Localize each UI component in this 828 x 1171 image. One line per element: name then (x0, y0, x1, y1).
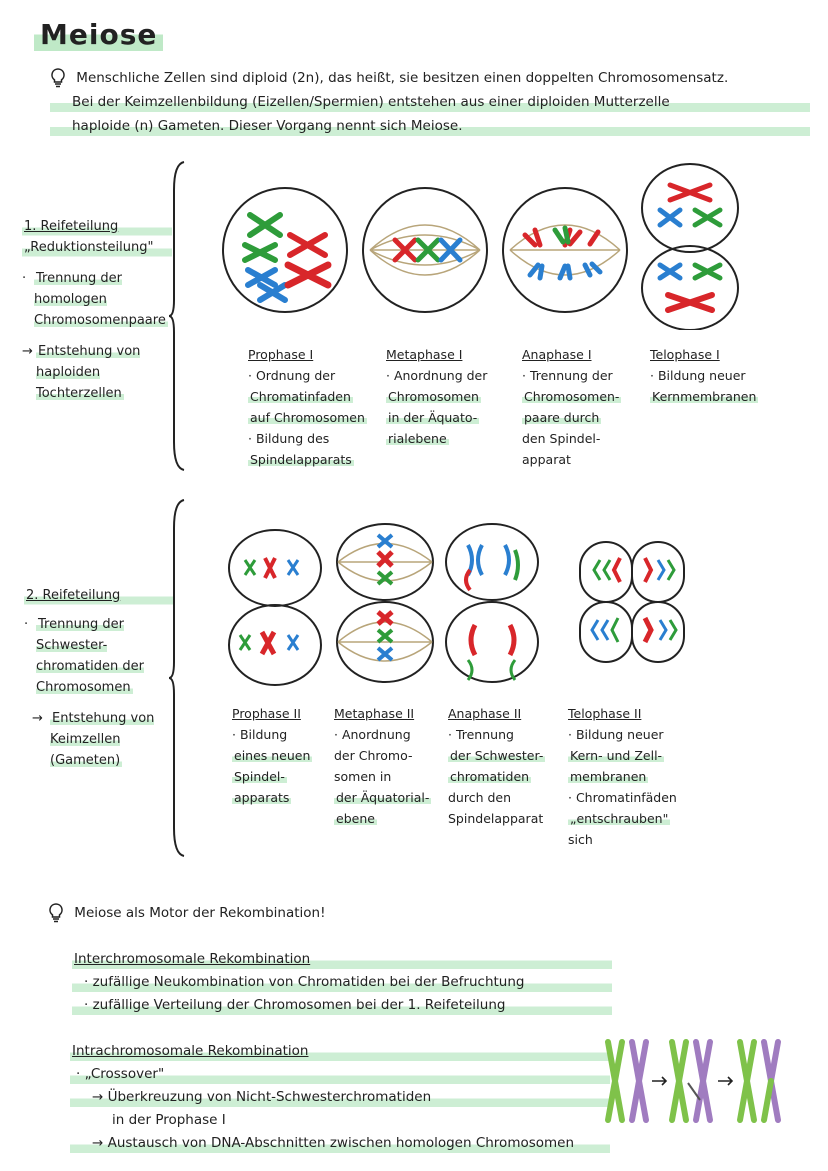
phase-anaphase-2: Anaphase II · Trennung der Schwester- ch… (448, 706, 546, 826)
phase-metaphase-2: Metaphase II · Anordnung der Chromo- som… (334, 706, 432, 826)
telophase-1-cell (641, 163, 739, 330)
div2-point: ·Trennung der Schwester-chromatiden der … (24, 617, 144, 695)
page-title: Meiose (34, 18, 164, 51)
div1-sidebar: 1. Reifeteilung „Reduktionsteilung" ·Tre… (22, 216, 172, 404)
intra-title: Intrachromosomale Rekombination (70, 1040, 610, 1063)
prophase-1-cell (222, 187, 348, 313)
metaphase-2-cell (336, 523, 434, 683)
phase-prophase-2: Prophase II · Bildung eines neuen Spinde… (232, 706, 313, 805)
div2-heading: 2. Reifeteilung (24, 585, 174, 606)
anaphase-1-cell (502, 187, 628, 313)
phase-prophase-1: Prophase I · Ordnung der Chromatinfaden … (248, 347, 367, 467)
recomb-heading-row: Meiose als Motor der Rekombination! (48, 902, 326, 925)
intra-item-1: · „Crossover" (70, 1063, 610, 1086)
inter-item-1: · zufällige Neukombination von Chromatid… (72, 971, 612, 994)
div1-result: →Entstehung von haploiden Tochterzellen (22, 344, 141, 401)
lightbulb-icon (49, 903, 63, 923)
intra-item-4: → Austausch von DNA-Abschnitten zwischen… (70, 1132, 610, 1155)
crossover-diagram (605, 1039, 781, 1123)
intro-line-1: Menschliche Zellen sind diploid (2n), da… (76, 70, 729, 86)
phase-metaphase-1: Metaphase I · Anordnung der Chromosomen … (386, 347, 488, 446)
div1-cell-diagrams (222, 163, 739, 330)
div1-point: ·Trennung der homologen Chromosomenpaare (22, 271, 168, 328)
intra-recomb: Intrachromosomale Rekombination · „Cross… (70, 1040, 610, 1155)
intro-line-2: Bei der Keimzellenbildung (Eizellen/Sper… (50, 90, 810, 114)
div2-brace (168, 499, 185, 857)
div1-brace (168, 161, 185, 471)
phase-telophase-1: Telophase I · Bildung neuer Kernmembrane… (650, 347, 759, 404)
div2-sidebar: 2. Reifeteilung ·Trennung der Schwester-… (24, 585, 174, 771)
intra-item-2: → Überkreuzung von Nicht-Schwesterchroma… (70, 1086, 610, 1109)
anaphase-2-cell (445, 523, 539, 683)
phase-anaphase-1: Anaphase I · Trennung der Chromosomen- p… (522, 347, 622, 467)
inter-title: Interchromosomale Rekombination (72, 948, 612, 971)
div2-cell-diagrams (228, 523, 685, 686)
phase-telophase-2: Telophase II · Bildung neuer Kern- und Z… (568, 706, 677, 847)
intro-line-3: haploide (n) Gameten. Dieser Vorgang nen… (50, 114, 810, 138)
metaphase-1-cell (362, 187, 488, 313)
div1-subheading: „Reduktionsteilung" (22, 237, 172, 258)
recomb-heading: Meiose als Motor der Rekombination! (74, 905, 326, 921)
intra-item-3: in der Prophase I (112, 1112, 226, 1128)
inter-recomb: Interchromosomale Rekombination · zufäll… (72, 948, 612, 1017)
prophase-2-cell (228, 529, 322, 686)
inter-item-2: · zufällige Verteilung der Chromosomen b… (72, 994, 612, 1017)
telophase-2-cell (579, 541, 685, 663)
div1-heading: 1. Reifeteilung (22, 216, 172, 237)
intro-text: Menschliche Zellen sind diploid (2n), da… (50, 66, 810, 138)
lightbulb-icon (51, 68, 65, 88)
div2-result: →Entstehung von Keimzellen (Gameten) (32, 711, 155, 768)
